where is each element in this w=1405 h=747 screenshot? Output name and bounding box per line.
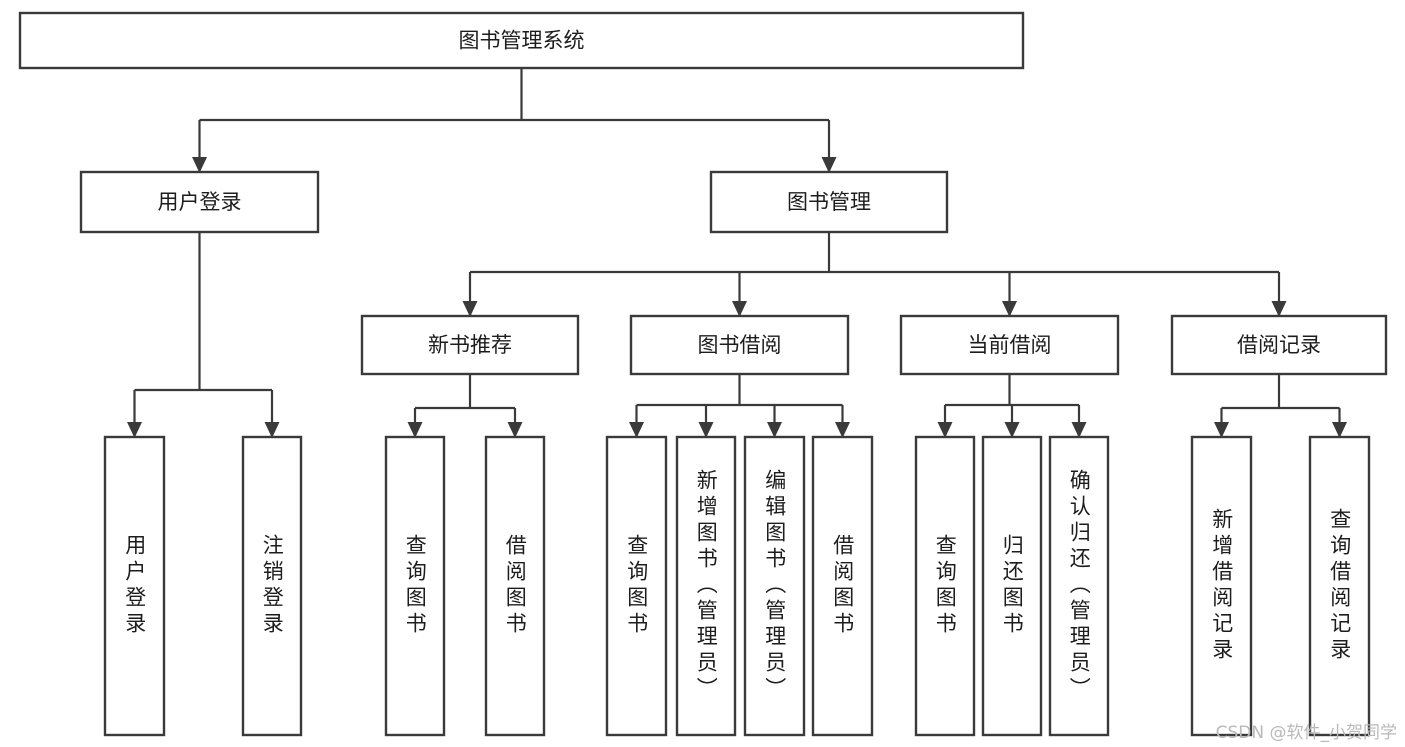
node-label-root: 图书管理系统 [459,29,585,53]
arrow-icon-book-borrow [732,301,747,317]
arrow-icon-leaf-add-book [698,422,714,438]
node-box-leaf-query-book-rec[interactable] [384,435,446,737]
node-box-leaf-add-record[interactable] [1190,435,1253,737]
arrow-icon-leaf-logout [264,422,280,438]
node-box-leaf-query-record[interactable] [1308,435,1371,737]
node-label-book-borrow: 图书借阅 [698,333,782,357]
node-label-user-login: 用户登录 [158,190,242,214]
arrow-icon-leaf-query-record [1332,422,1347,438]
node-box-borrow-record[interactable] [1170,314,1388,376]
node-label-current-borrow: 当前借阅 [968,333,1052,357]
node-box-leaf-confirm-return[interactable] [1048,435,1110,737]
node-box-leaf-borrow-book[interactable] [811,435,874,737]
node-box-leaf-query-book-borrow[interactable] [605,435,668,737]
arrow-icon-user-login [192,157,207,173]
node-box-current-borrow[interactable] [899,314,1120,376]
node-box-leaf-edit-book[interactable] [743,435,806,737]
node-box-book-manage[interactable] [709,170,949,234]
node-label-new-book-rec: 新书推荐 [428,333,512,357]
node-box-leaf-query-book-cur[interactable] [914,435,976,737]
node-box-root[interactable] [18,11,1025,70]
node-box-new-book-rec[interactable] [360,314,580,376]
arrow-icon-leaf-return-book [1004,422,1020,438]
arrow-icon-leaf-borrow-book [835,422,850,438]
arrow-icon-leaf-query-book-cur [937,422,953,438]
node-box-leaf-add-book[interactable] [675,435,737,737]
node-box-leaf-borrow-book-rec[interactable] [484,435,546,737]
connector-lines-layer [127,68,1347,438]
arrow-icon-borrow-record [1271,301,1287,317]
csdn-watermark: CSDN @软件_小贺同学 [1215,723,1397,743]
arrow-icon-leaf-user-login [127,422,142,438]
node-label-book-manage: 图书管理 [787,190,871,214]
node-box-book-borrow[interactable] [629,314,850,376]
node-box-leaf-user-login[interactable] [103,435,166,737]
arrow-icon-leaf-add-record [1214,422,1229,438]
arrow-icon-leaf-query-book-rec [407,422,423,438]
node-box-leaf-return-book[interactable] [981,435,1043,737]
arrow-icon-leaf-edit-book [767,422,782,438]
node-box-user-login[interactable] [79,170,320,234]
arrow-icon-current-borrow [1002,301,1017,317]
arrow-icon-leaf-query-book-borrow [629,422,644,438]
arrow-icon-leaf-borrow-book-rec [507,422,523,438]
node-boxes-layer [18,11,1388,737]
arrow-icon-book-manage [821,157,837,173]
node-label-borrow-record: 借阅记录 [1237,333,1321,357]
arrow-icon-leaf-confirm-return [1071,422,1087,438]
node-box-leaf-logout[interactable] [241,435,303,737]
arrow-icon-new-book-rec [462,301,478,317]
